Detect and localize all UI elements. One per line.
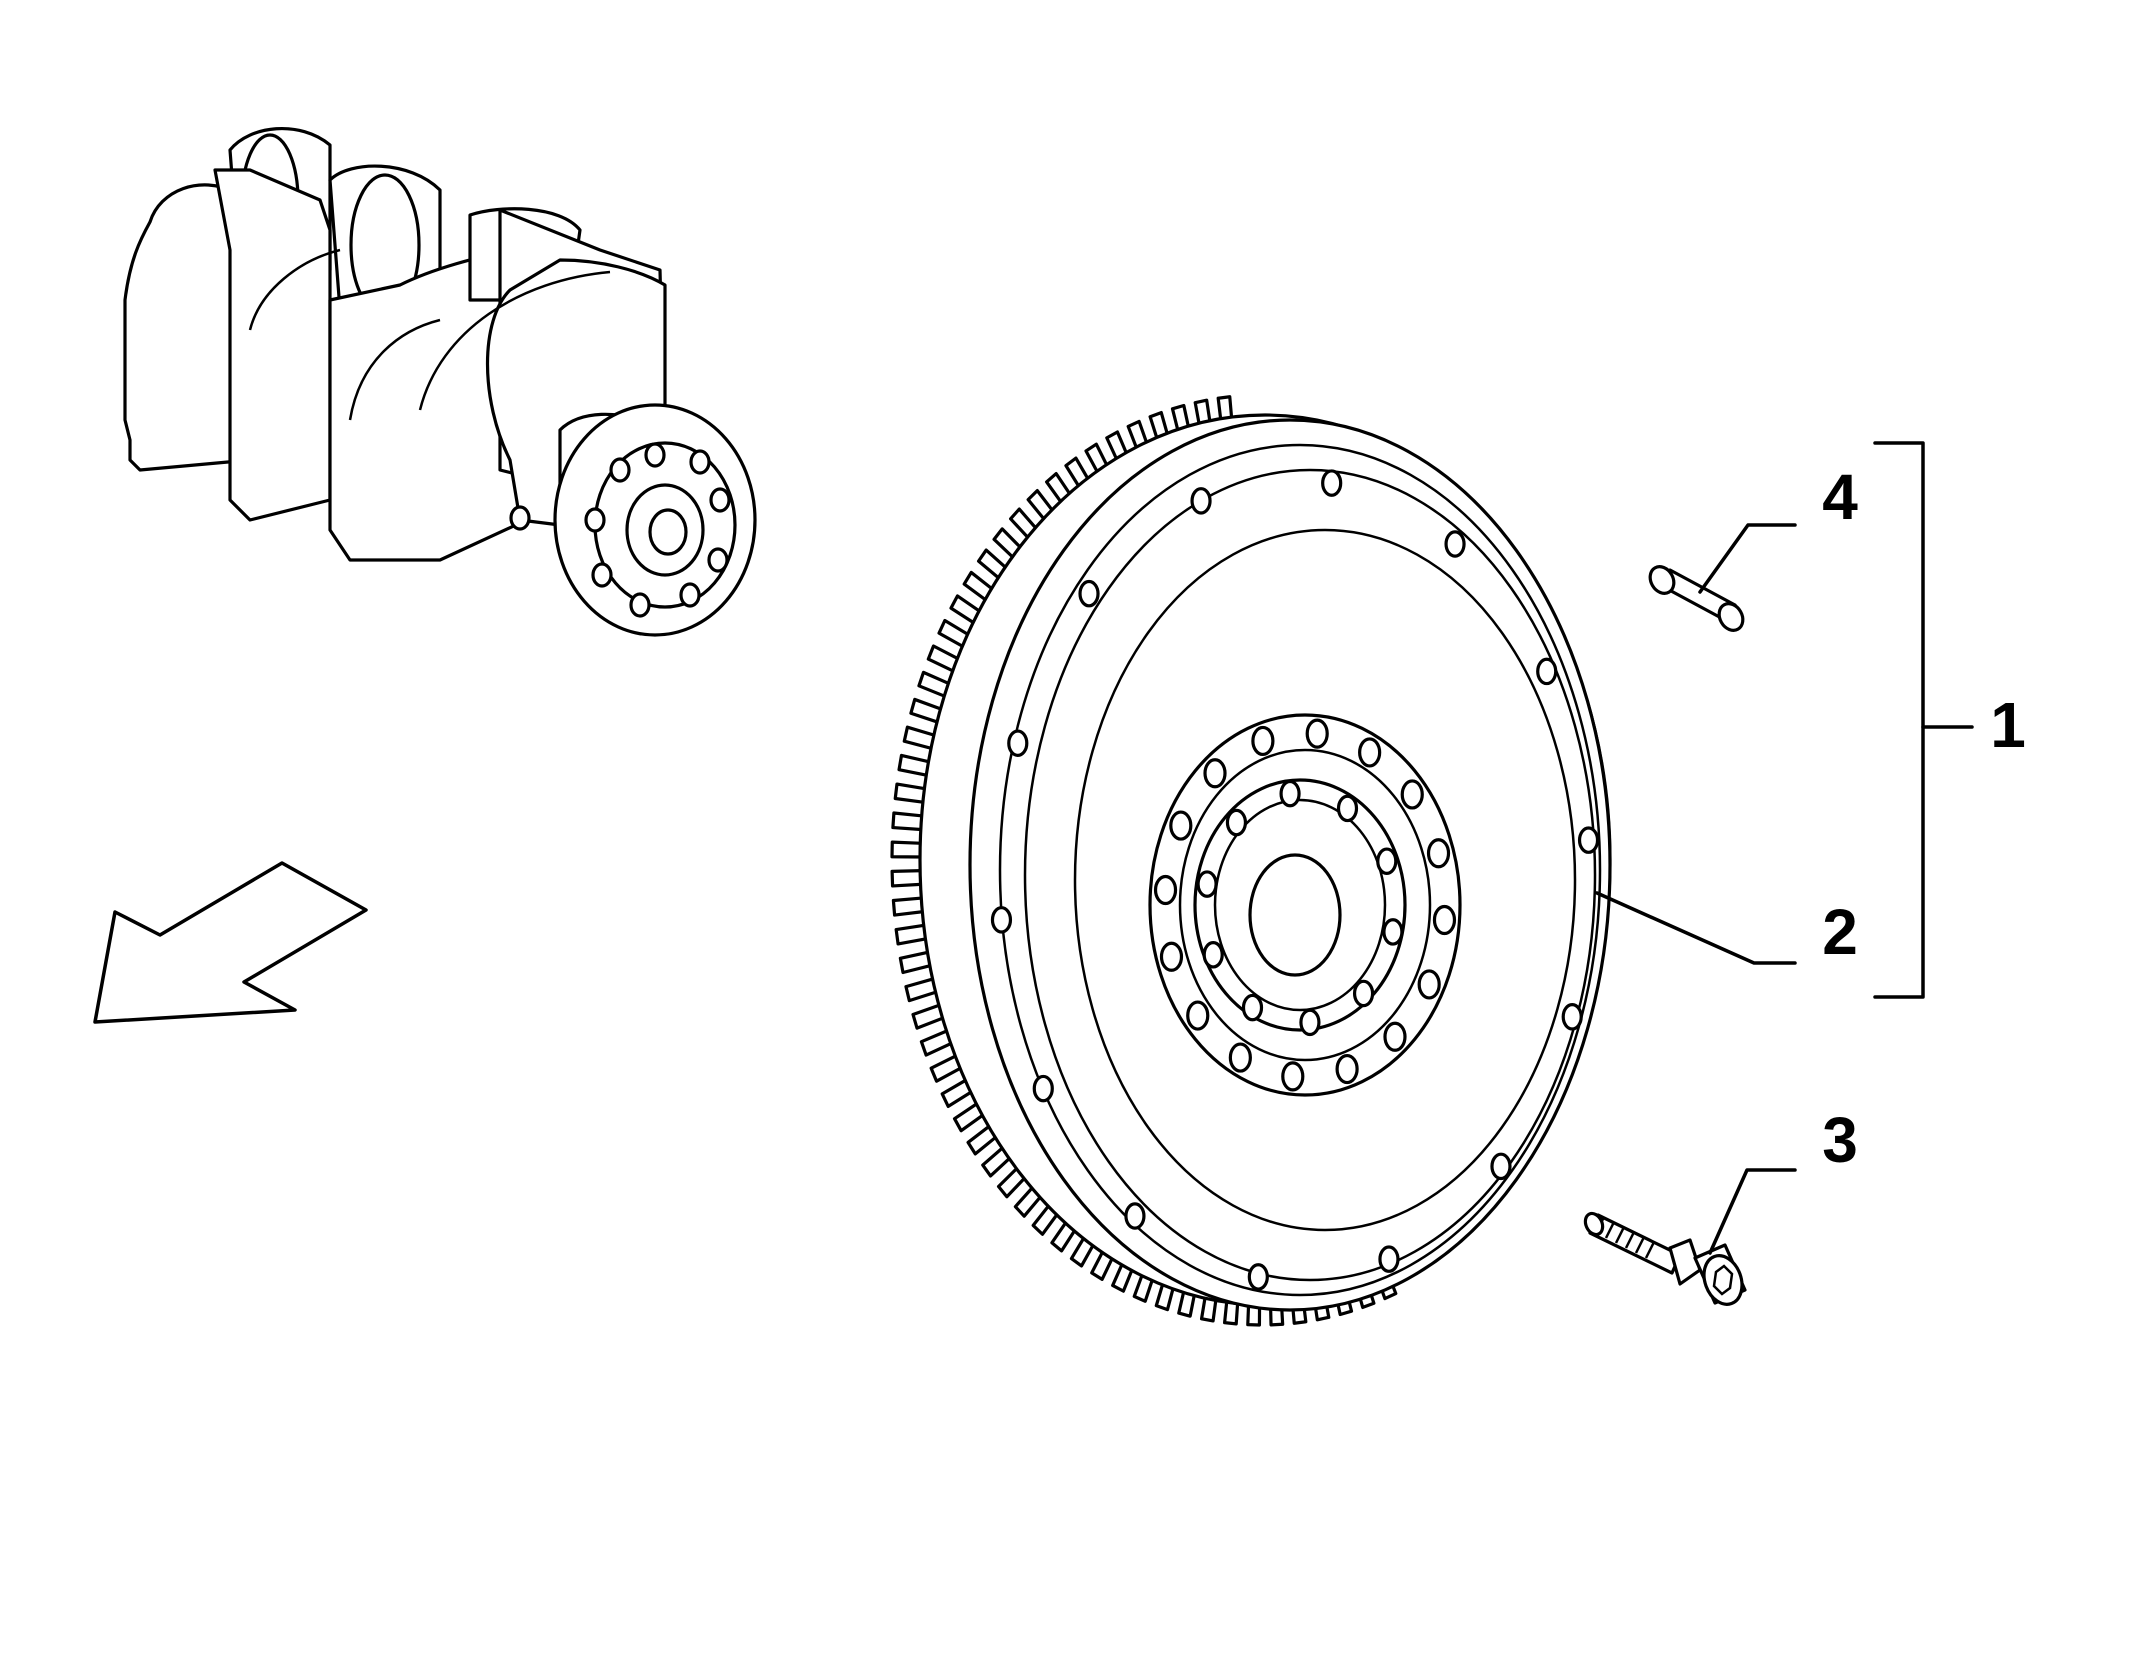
flywheel-hole [1417,969,1441,1000]
flywheel-hole [1281,1061,1305,1092]
callout-3: 3 [1822,1104,1858,1176]
flywheel-hole [1335,1053,1359,1085]
flywheel-hole [1202,941,1224,969]
gear-tooth [891,896,926,917]
flywheel-hole [1153,874,1178,906]
flywheel-hole [1561,1003,1583,1031]
flywheel-bolt-holes [990,469,1600,1291]
flywheel-hole [1196,870,1218,898]
flywheel-hole [1186,1000,1210,1031]
flywheel-hole [1382,918,1404,946]
flywheel-hole [1376,847,1398,875]
flywheel-hole [1169,810,1193,841]
flywheel-hole [1190,487,1212,515]
flywheel-hole [1444,530,1466,558]
flywheel-illustration [890,395,1612,1327]
flywheel-hole [1228,1042,1252,1073]
front-arrow-icon [93,861,368,1024]
flywheel-hole [1358,737,1382,768]
flywheel-hole [1159,941,1184,972]
flywheel-hole [990,906,1013,934]
flywheel-hole [1305,718,1329,749]
leader-lines [1595,441,1974,1255]
flywheel-hole [1241,993,1264,1022]
crankshaft-illustration [123,127,757,637]
flywheel-hole [1432,904,1457,936]
flywheel-hole [1378,1245,1400,1273]
flywheel-hole [1336,794,1359,823]
flywheel-hole [1321,469,1343,497]
flywheel-hole [1577,826,1600,854]
flywheel-hole [1536,657,1558,686]
gear-tooth [891,811,926,832]
flywheel-bolt-illustration [1583,1211,1747,1306]
callout-1: 1 [1990,689,2026,761]
flywheel-hole [1426,838,1451,869]
flywheel-hole [1383,1021,1407,1052]
gear-tooth [890,869,925,888]
callout-4: 4 [1822,461,1858,533]
flywheel-hole [1490,1152,1512,1181]
dowel-pin-illustration [1648,565,1745,632]
flywheel-hole [1299,1008,1321,1037]
crank-hub-holes [509,442,731,618]
callout-2: 2 [1822,896,1858,968]
flywheel-hole [1032,1074,1054,1103]
flywheel-hole [1251,725,1275,757]
flywheel-hole [1078,579,1100,608]
flywheel-hole [1400,779,1424,810]
flywheel-hole [1203,758,1227,789]
flywheel-hole [1247,1263,1269,1291]
flywheel-hole [1124,1202,1146,1230]
flywheel-hole [1352,979,1375,1008]
gear-tooth [890,840,924,859]
flywheel-hole [1225,808,1248,837]
flywheel-hole [1007,729,1029,757]
flywheel-hole [1279,779,1301,808]
